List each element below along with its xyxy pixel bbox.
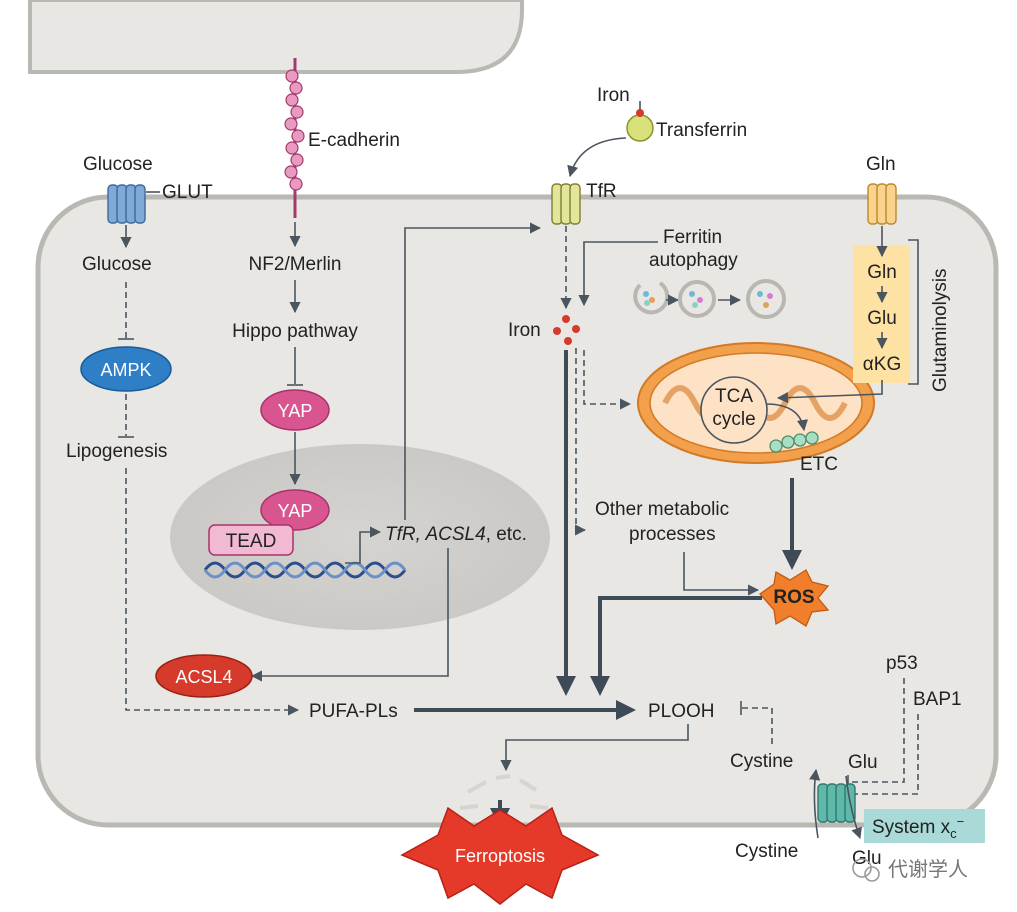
system-xc-transporter — [817, 783, 856, 823]
iron-outside-label: Iron — [597, 85, 630, 106]
transferrin-label: Transferrin — [656, 120, 747, 141]
cystine-inside-label: Cystine — [730, 751, 793, 772]
yap-nuclear-label: YAP — [278, 501, 313, 521]
glu-inside-label: Glu — [848, 752, 878, 773]
gln-transporter — [867, 183, 897, 225]
tca-label: TCA — [715, 386, 753, 407]
glutaminolysis-box — [853, 245, 910, 383]
etc-label: ETC — [800, 454, 838, 475]
iron-dots — [553, 315, 580, 345]
pufa-pls-label: PUFA-PLs — [309, 701, 398, 722]
tca-cycle — [700, 376, 768, 444]
bap1-label: BAP1 — [913, 689, 962, 710]
processes-label: processes — [629, 524, 716, 545]
dna-helix — [203, 561, 407, 579]
target-genes-label: TfR, ACSL4, etc. — [385, 524, 527, 545]
autophagy-label: autophagy — [649, 250, 738, 271]
cystine-outside-label: Cystine — [735, 841, 798, 862]
broken-membrane-fragments — [459, 774, 549, 810]
yap-node — [260, 389, 330, 431]
ampk-label: AMPK — [100, 360, 151, 380]
nf2-merlin-label: NF2/Merlin — [249, 254, 342, 275]
ecadherin-label: E-cadherin — [308, 130, 400, 151]
tfr-receptor — [551, 183, 581, 225]
plooh-label: PLOOH — [648, 701, 715, 722]
hippo-pathway-label: Hippo pathway — [232, 321, 358, 342]
p53-label: p53 — [886, 653, 918, 674]
gln-outside-label: Gln — [866, 154, 896, 175]
tead-box — [208, 524, 294, 556]
autophagy-icons — [633, 279, 786, 319]
system-xc-label: System xc− — [872, 814, 964, 841]
gln-inside-label: Gln — [867, 262, 897, 283]
akg-label: αKG — [863, 354, 901, 375]
neighbor-cell — [28, 0, 524, 74]
ros-burst — [759, 569, 830, 627]
cycle-label: cycle — [712, 409, 755, 430]
iron-bound-dot — [636, 109, 644, 117]
yap-label: YAP — [278, 401, 313, 421]
glu-glutaminolysis-label: Glu — [867, 308, 897, 329]
glut-label: GLUT — [162, 182, 213, 203]
ros-label: ROS — [773, 587, 814, 608]
ferritin-label: Ferritin — [663, 227, 722, 248]
glucose-outside-label: Glucose — [83, 154, 153, 175]
etc-complex — [769, 431, 819, 453]
lipogenesis-label: Lipogenesis — [66, 441, 167, 462]
tead-label: TEAD — [226, 531, 277, 552]
wechat-watermark: 代谢学人 — [852, 857, 968, 882]
watermark-label: 代谢学人 — [888, 857, 968, 881]
acsl4-node — [155, 654, 253, 698]
yap-nuclear-node — [260, 489, 330, 531]
glucose-inside-label: Glucose — [82, 254, 152, 275]
system-xc-box — [864, 809, 985, 843]
ferroptosis-label: Ferroptosis — [455, 846, 545, 866]
iron-inside-label: Iron — [508, 320, 541, 341]
ecadherin-beads — [284, 69, 305, 191]
ferroptosis-burst — [400, 806, 600, 905]
glu-outside-label: Glu — [852, 848, 882, 869]
acsl4-label: ACSL4 — [175, 667, 232, 687]
glutaminolysis-label: Glutaminolysis — [930, 268, 951, 392]
other-metabolic-label: Other metabolic — [595, 499, 729, 520]
glut-transporter — [107, 184, 146, 224]
ampk-node — [80, 346, 172, 392]
transferrin-node — [626, 114, 654, 142]
tfr-label: TfR — [586, 181, 617, 202]
